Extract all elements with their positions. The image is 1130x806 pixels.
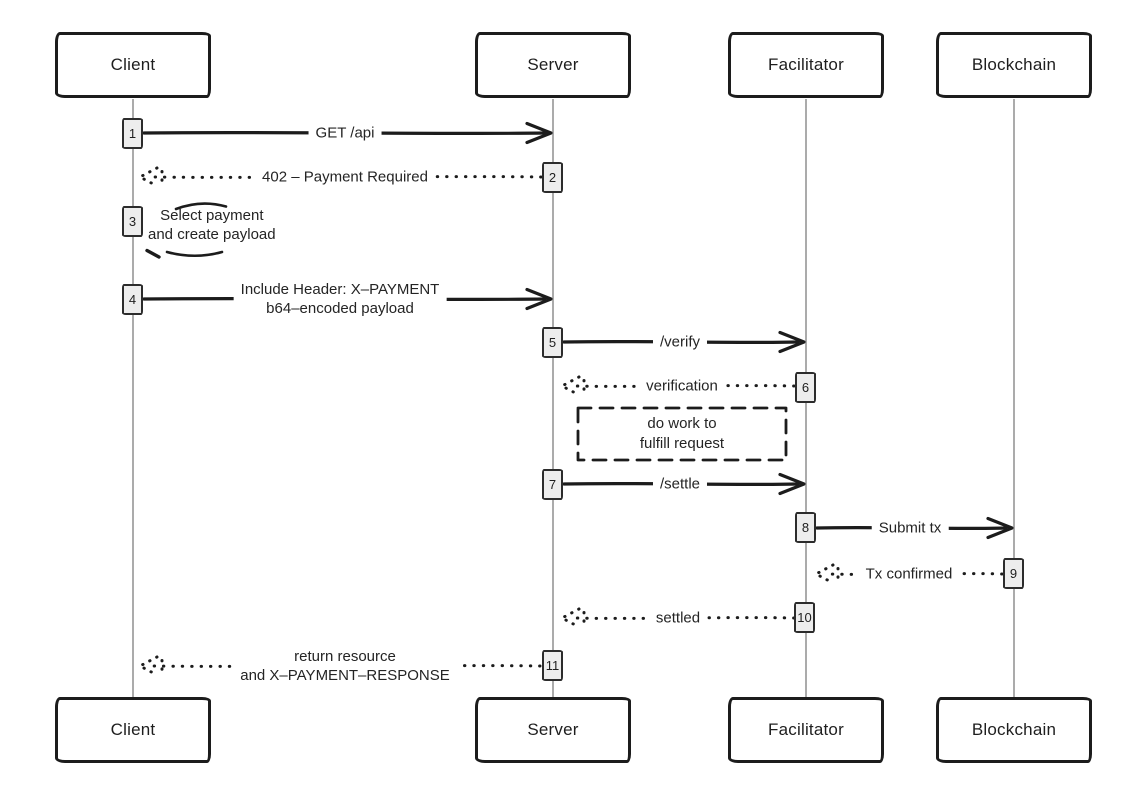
- message-9-label: Tx confirmed: [858, 563, 960, 585]
- step-11-activation: 11: [542, 650, 563, 681]
- actor-label: Blockchain: [971, 55, 1057, 74]
- actor-server-bottom: Server: [475, 697, 631, 763]
- step-8-activation: 8: [795, 512, 816, 543]
- lifeline-server: [552, 99, 554, 697]
- message-7-label: /settle: [652, 473, 708, 495]
- step-3-activation: 3: [122, 206, 143, 237]
- step-4-activation: 4: [122, 284, 143, 315]
- step-6-activation: 6: [795, 372, 816, 403]
- message-3-note: Select payment and create payload: [148, 207, 276, 244]
- message-4-label: Include Header: X–PAYMENT b64–encoded pa…: [233, 278, 447, 320]
- step-9-activation: 9: [1003, 558, 1024, 589]
- actor-client-top: Client: [55, 32, 211, 98]
- step-1-activation: 1: [122, 118, 143, 149]
- actor-blockchain-top: Blockchain: [936, 32, 1092, 98]
- note-do-work: do work to fulfill request: [639, 414, 725, 452]
- message-1-label: GET /api: [308, 122, 382, 144]
- message-10-label: settled: [648, 607, 708, 629]
- actor-label: Server: [527, 55, 579, 74]
- actor-client-bottom: Client: [55, 697, 211, 763]
- message-5-label: /verify: [652, 331, 708, 353]
- actor-facilitator-bottom: Facilitator: [728, 697, 884, 763]
- actor-facilitator-top: Facilitator: [728, 32, 884, 98]
- actor-blockchain-bottom: Blockchain: [936, 697, 1092, 763]
- message-2-label: 402 – Payment Required: [255, 166, 435, 188]
- lifeline-blockchain: [1013, 99, 1015, 697]
- step-5-activation: 5: [542, 327, 563, 358]
- actor-label: Server: [527, 720, 579, 739]
- actor-label: Facilitator: [768, 720, 844, 739]
- actor-label: Blockchain: [971, 720, 1057, 739]
- actor-label: Facilitator: [768, 55, 844, 74]
- actor-server-top: Server: [475, 32, 631, 98]
- actor-label: Client: [110, 55, 156, 74]
- step-2-activation: 2: [542, 162, 563, 193]
- step-7-activation: 7: [542, 469, 563, 500]
- step-10-activation: 10: [794, 602, 815, 633]
- lifeline-client: [132, 99, 134, 697]
- message-8-label: Submit tx: [871, 517, 949, 539]
- message-11-label: return resource and X–PAYMENT–RESPONSE: [233, 645, 457, 687]
- actor-label: Client: [110, 720, 156, 739]
- message-6-label: verification: [639, 375, 725, 397]
